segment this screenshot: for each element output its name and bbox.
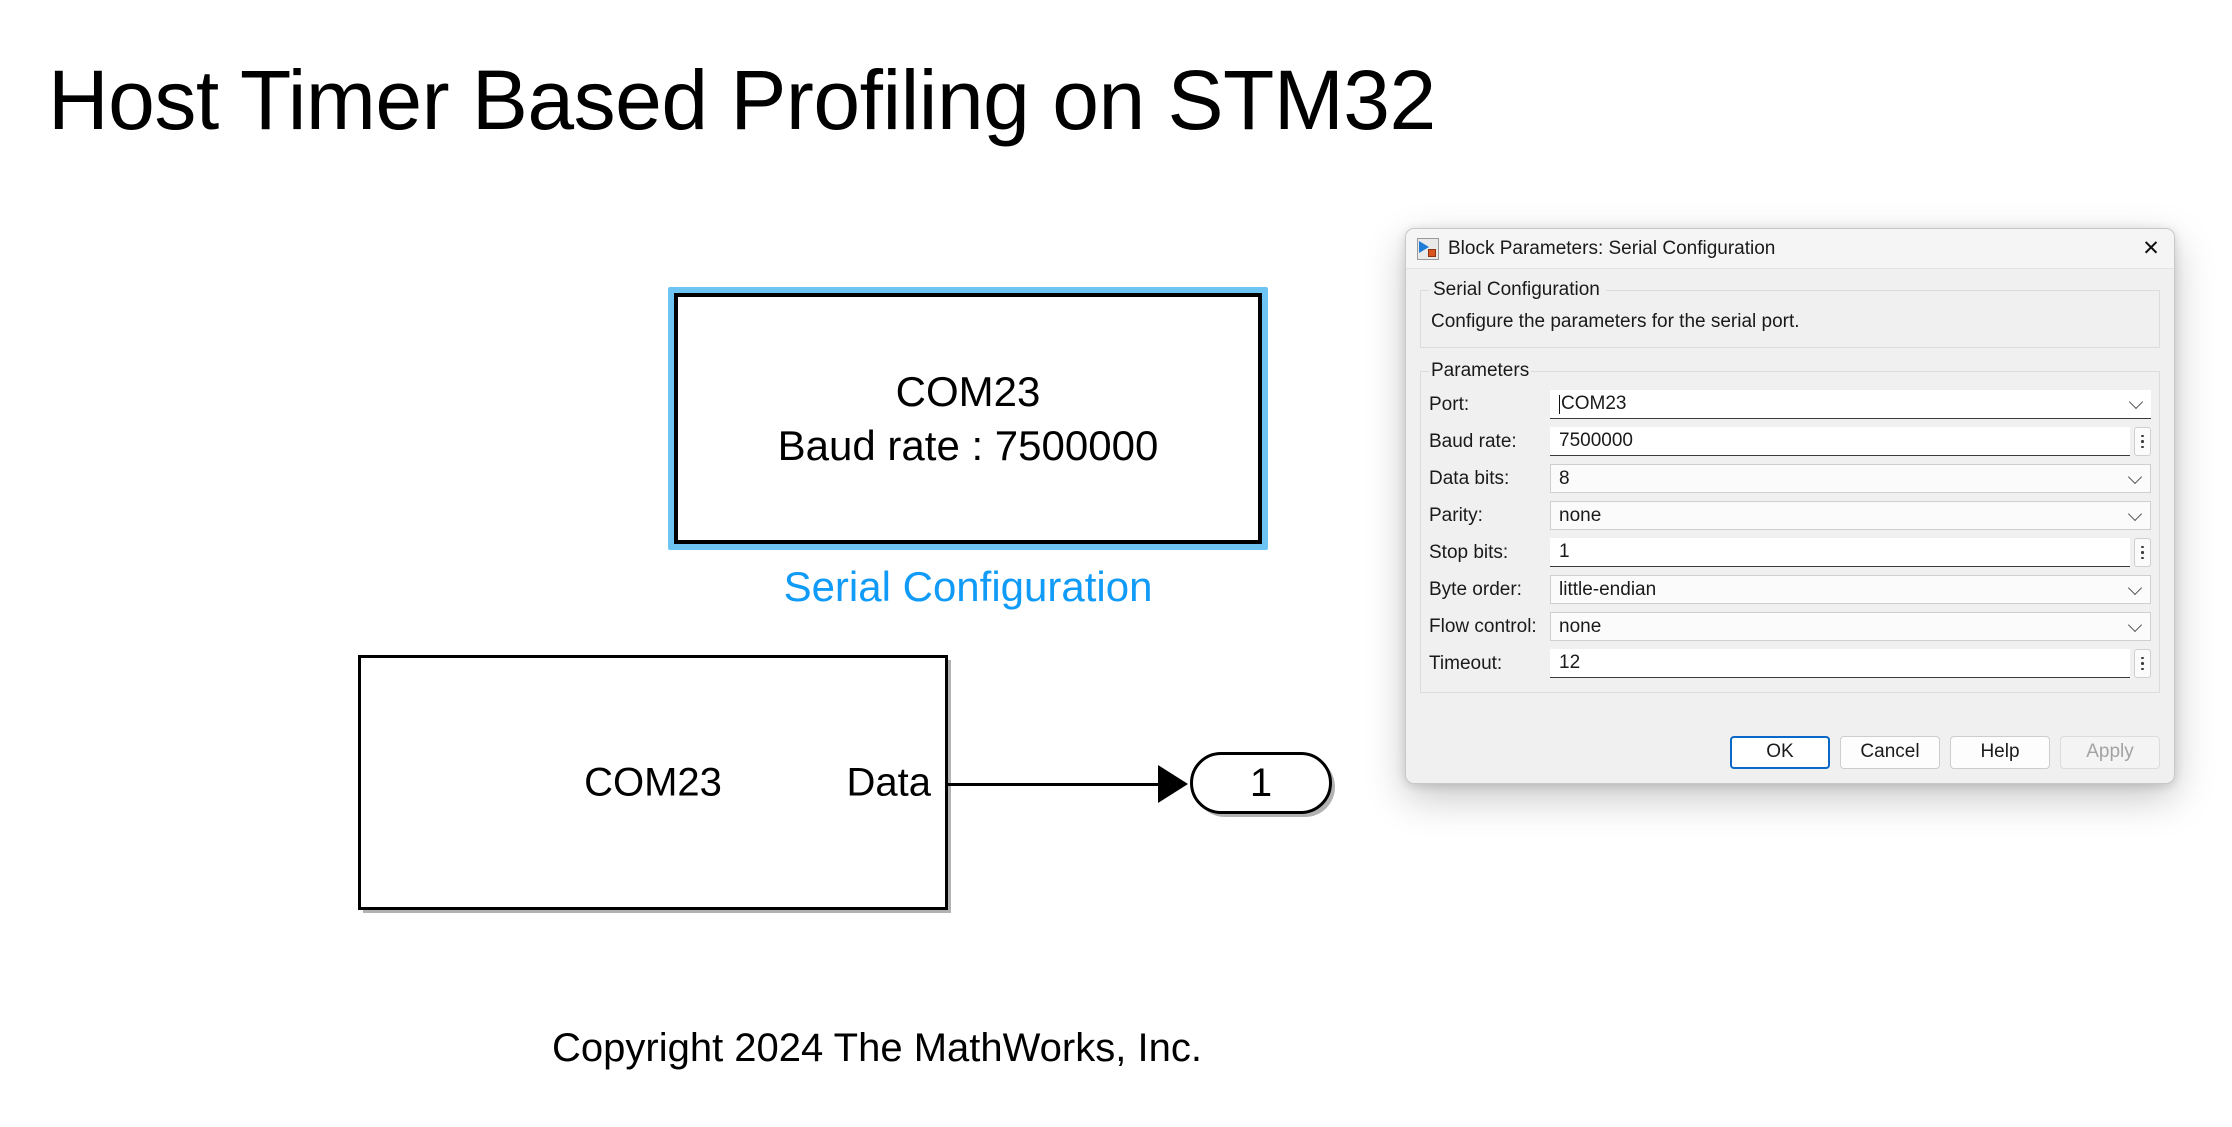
- data-bits-value: 8: [1559, 467, 1570, 489]
- baud-rate-input[interactable]: 7500000: [1550, 427, 2130, 456]
- baud-rate-more-icon[interactable]: [2134, 427, 2151, 456]
- serial-receive-port-name: COM23: [584, 760, 722, 804]
- chevron-down-icon: [2128, 394, 2144, 410]
- data-bits-combobox[interactable]: 8: [1550, 464, 2151, 493]
- param-row-port: Port: COM23: [1429, 388, 2151, 421]
- port-combobox[interactable]: COM23: [1550, 390, 2151, 419]
- ok-button[interactable]: OK: [1730, 735, 1830, 769]
- param-label-data-bits: Data bits:: [1429, 467, 1510, 489]
- page-title: Host Timer Based Profiling on STM32: [48, 53, 1436, 147]
- dialog-body: Serial Configuration Configure the param…: [1406, 269, 2174, 693]
- parity-value: none: [1559, 504, 1602, 526]
- parity-combobox[interactable]: none: [1550, 501, 2151, 530]
- close-icon[interactable]: ✕: [2142, 237, 2160, 260]
- serial-configuration-block-label[interactable]: Serial Configuration: [783, 563, 1153, 610]
- chevron-down-icon: [2127, 580, 2143, 595]
- help-button[interactable]: Help: [1950, 735, 2050, 769]
- param-label-parity: Parity:: [1429, 504, 1483, 526]
- apply-button: Apply: [2060, 735, 2160, 769]
- chevron-down-icon: [2127, 617, 2143, 632]
- port-value: COM23: [1561, 393, 1627, 414]
- simulink-block-icon: [1417, 237, 1439, 260]
- dialog-title: Block Parameters: Serial Configuration: [1448, 237, 1776, 259]
- signal-line[interactable]: [948, 783, 1170, 786]
- param-label-flow-control: Flow control:: [1429, 615, 1537, 637]
- param-label-port: Port:: [1429, 393, 1470, 415]
- byte-order-combobox[interactable]: little-endian: [1550, 575, 2151, 604]
- dialog-button-bar: OK Cancel Help Apply: [1406, 721, 2174, 783]
- serial-configuration-description: Configure the parameters for the serial …: [1431, 311, 1800, 332]
- param-row-byte-order: Byte order: little-endian: [1429, 573, 2151, 606]
- signal-arrowhead-icon: [1158, 765, 1188, 803]
- serial-receive-output-port-label: Data: [846, 760, 932, 804]
- serial-configuration-block[interactable]: COM23 Baud rate : 7500000: [668, 287, 1268, 550]
- param-row-data-bits: Data bits: 8: [1429, 462, 2151, 495]
- stop-bits-more-icon[interactable]: [2134, 538, 2151, 567]
- chevron-down-icon: [2127, 469, 2143, 484]
- serial-configuration-group: Serial Configuration Configure the param…: [1420, 279, 2160, 348]
- timeout-more-icon[interactable]: [2134, 649, 2151, 678]
- block-parameters-dialog: Block Parameters: Serial Configuration ✕…: [1405, 228, 2175, 784]
- outport-block[interactable]: 1: [1190, 752, 1332, 814]
- serial-configuration-group-legend: Serial Configuration: [1433, 279, 1600, 300]
- flow-control-combobox[interactable]: none: [1550, 612, 2151, 641]
- cancel-button[interactable]: Cancel: [1840, 735, 1940, 769]
- serial-config-baud-text: Baud rate : 7500000: [777, 421, 1159, 469]
- param-row-flow-control: Flow control: none: [1429, 610, 2151, 643]
- serial-config-port-text: COM23: [895, 367, 1041, 415]
- serial-receive-block[interactable]: COM23 Data: [358, 655, 948, 910]
- flow-control-value: none: [1559, 615, 1602, 637]
- copyright-text: Copyright 2024 The MathWorks, Inc.: [552, 1026, 1202, 1070]
- param-label-timeout: Timeout:: [1429, 652, 1503, 674]
- chevron-down-icon: [2127, 506, 2143, 521]
- serial-configuration-block-body[interactable]: COM23 Baud rate : 7500000: [674, 293, 1262, 544]
- timeout-input[interactable]: 12: [1550, 649, 2130, 678]
- stop-bits-input[interactable]: 1: [1550, 538, 2130, 567]
- param-label-byte-order: Byte order:: [1429, 578, 1522, 600]
- param-row-baud-rate: Baud rate: 7500000: [1429, 425, 2151, 458]
- text-caret: [1559, 394, 1560, 414]
- param-row-stop-bits: Stop bits: 1: [1429, 536, 2151, 569]
- param-row-parity: Parity: none: [1429, 499, 2151, 532]
- param-label-baud-rate: Baud rate:: [1429, 430, 1517, 452]
- parameters-group-legend: Parameters: [1431, 360, 1530, 381]
- dialog-titlebar[interactable]: Block Parameters: Serial Configuration ✕: [1406, 229, 2174, 269]
- param-row-timeout: Timeout: 12: [1429, 647, 2151, 680]
- param-label-stop-bits: Stop bits:: [1429, 541, 1509, 563]
- parameters-group: Parameters Port: COM23 Baud rate:: [1420, 360, 2160, 693]
- byte-order-value: little-endian: [1559, 578, 1657, 600]
- outport-number: 1: [1249, 760, 1273, 805]
